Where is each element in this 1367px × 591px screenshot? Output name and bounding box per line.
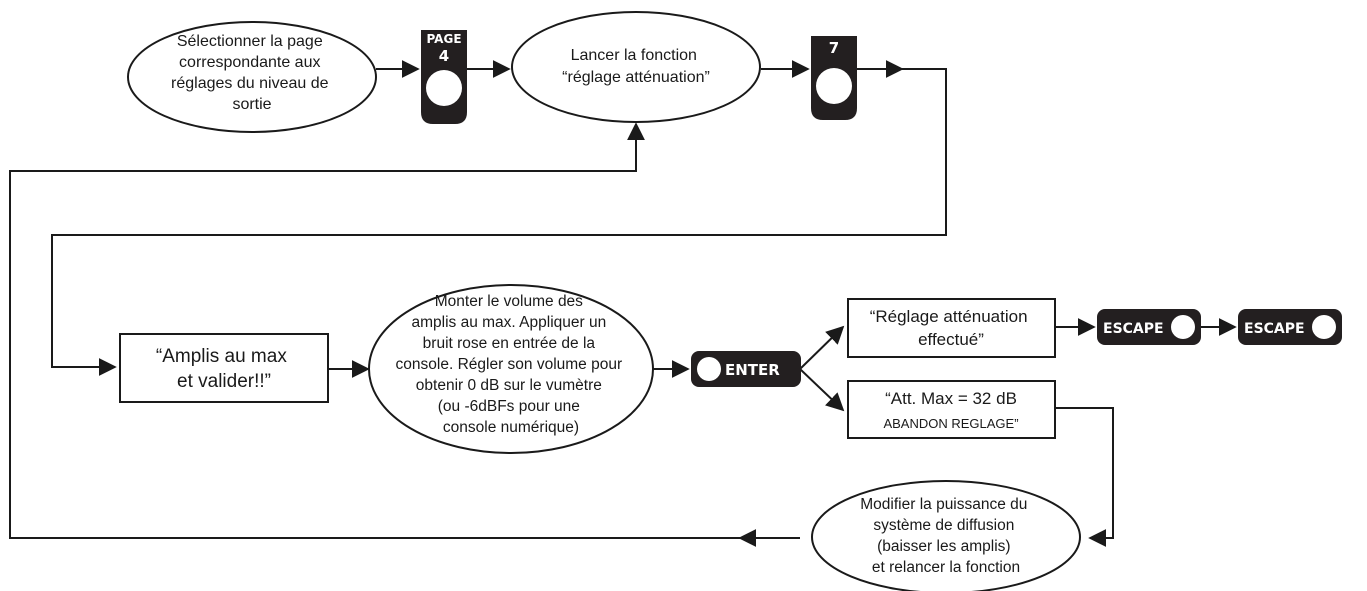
monter-volume-line-7: console numérique) <box>443 419 579 436</box>
connector-modifier-return <box>9 122 800 539</box>
node-modifier: Modifier la puissance du système de diff… <box>811 480 1081 591</box>
connector-att-to-modifier <box>1055 407 1114 547</box>
escape-key-1[interactable]: ESCAPE <box>1097 309 1201 345</box>
enter-key-label: ENTER <box>725 361 780 379</box>
escape-key-1-label: ESCAPE <box>1103 321 1164 337</box>
page-key-button-circle <box>426 70 462 106</box>
svg-text:“Réglage atténuation eff: “Réglage atténuation effectué” <box>870 307 1033 349</box>
select-page-ellipse <box>127 21 377 133</box>
modifier-line-3: (baisser les amplis) <box>877 538 1011 555</box>
seven-key[interactable]: 7 <box>811 36 857 120</box>
monter-volume-line-4: console. Régler son volume pour <box>396 356 623 373</box>
amplis-max-box <box>119 333 329 403</box>
amplis-max-line-1: “Amplis au max <box>156 346 287 367</box>
svg-text:Lancer la fonction “régl: Lancer la fonction “réglage atténuation” <box>562 47 710 86</box>
seven-key-button-circle <box>816 68 852 104</box>
select-page-line-1: Sélectionner la page <box>177 33 323 50</box>
reglage-effectue-box <box>847 298 1056 358</box>
enter-key-button-circle <box>697 357 721 381</box>
reglage-effectue-line-2: effectué” <box>918 330 984 349</box>
node-att-max: “Att. Max = 32 dB ABANDON REGLAGE” <box>847 380 1056 439</box>
escape-key-2[interactable]: ESCAPE <box>1238 309 1342 345</box>
arrow-enter-to-att-max <box>799 368 845 412</box>
launch-function-line-2: “réglage atténuation” <box>562 69 710 86</box>
escape-key-1-button-circle <box>1171 315 1195 339</box>
select-page-line-4: sortie <box>232 96 271 113</box>
att-max-line-1: “Att. Max = 32 dB <box>885 389 1017 408</box>
monter-volume-line-1: Monter le volume des <box>435 293 583 310</box>
monter-volume-line-3: bruit rose en entrée de la <box>423 335 596 352</box>
modifier-line-2: système de diffusion <box>873 517 1014 534</box>
monter-volume-line-5: obtenir 0 dB sur le vumètre <box>416 377 602 394</box>
escape-key-2-button-circle <box>1312 315 1336 339</box>
node-amplis-max: “Amplis au max et valider!!” <box>119 333 329 403</box>
modifier-ellipse <box>811 480 1081 591</box>
page-key-top-label: PAGE <box>426 32 461 46</box>
svg-text:Modifier la puissance du: Modifier la puissance du système de diff… <box>860 496 1031 576</box>
monter-volume-ellipse <box>368 284 654 454</box>
node-reglage-effectue: “Réglage atténuation effectué” <box>847 298 1056 358</box>
node-select-page: Sélectionner la page correspondante aux … <box>127 21 377 133</box>
node-launch-function: Lancer la fonction “réglage atténuation” <box>511 11 761 123</box>
seven-key-label: 7 <box>829 39 839 57</box>
modifier-line-1: Modifier la puissance du <box>860 496 1027 513</box>
select-page-line-3: réglages du niveau de <box>171 75 329 92</box>
amplis-max-line-2: et valider!!” <box>177 371 271 392</box>
select-page-line-2: correspondante aux <box>179 54 320 71</box>
launch-function-line-1: Lancer la fonction <box>571 47 697 64</box>
reglage-effectue-line-1: “Réglage atténuation <box>870 307 1028 326</box>
svg-text:Monter le volume des amp: Monter le volume des amplis au max. Appl… <box>396 293 627 436</box>
modifier-line-4: et relancer la fonction <box>872 559 1020 576</box>
escape-key-2-label: ESCAPE <box>1244 321 1305 337</box>
monter-volume-line-2: amplis au max. Appliquer un <box>411 314 606 331</box>
connectors <box>9 60 1237 547</box>
att-max-box <box>847 380 1056 439</box>
launch-function-ellipse <box>511 11 761 123</box>
att-max-line-2: ABANDON REGLAGE” <box>883 416 1018 431</box>
arrow-enter-to-reglage <box>799 325 845 370</box>
node-monter-volume: Monter le volume des amplis au max. Appl… <box>368 284 654 454</box>
connector-right-loop <box>51 68 947 376</box>
enter-key[interactable]: ENTER <box>691 351 801 387</box>
svg-text:Sélectionner la page cor: Sélectionner la page correspondante aux … <box>171 33 333 113</box>
monter-volume-line-6: (ou -6dBFs pour une <box>438 398 580 415</box>
svg-text:“Amplis au max et valide: “Amplis au max et valider!!” <box>156 346 292 392</box>
page-4-key[interactable]: PAGE 4 <box>421 30 467 124</box>
page-key-number: 4 <box>439 47 449 65</box>
